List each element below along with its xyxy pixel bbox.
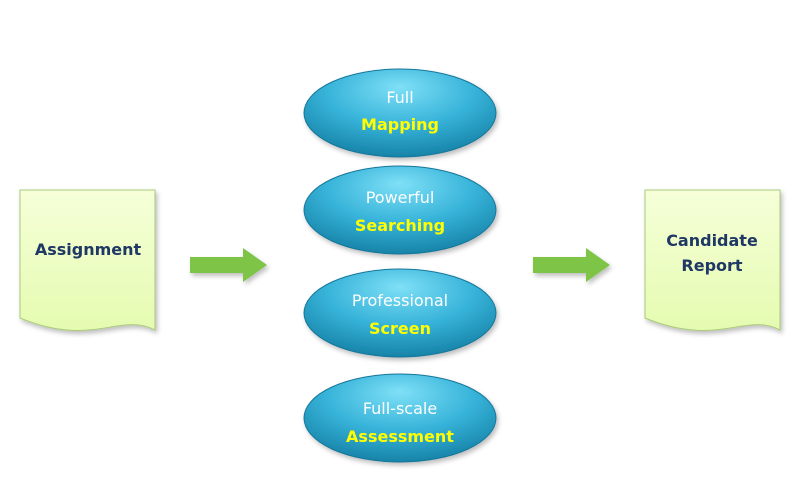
- step-oval-1: Full Mapping: [303, 68, 497, 158]
- output-document-label-line1: Candidate: [666, 231, 758, 250]
- step-3-line2: Screen: [369, 319, 431, 338]
- step-1-line2: Mapping: [361, 115, 439, 134]
- step-3-line1: Professional: [352, 291, 448, 310]
- step-1-line1: Full: [386, 88, 413, 107]
- step-4-line1: Full-scale: [363, 399, 437, 418]
- step-oval-4: Full-scale Assessment: [303, 373, 497, 463]
- step-oval-2: Powerful Searching: [303, 165, 497, 255]
- right-arrow-icon: [533, 248, 610, 282]
- output-document-label-line2: Report: [681, 256, 743, 275]
- step-2-line2: Searching: [355, 216, 445, 235]
- right-arrow-icon: [190, 248, 267, 282]
- output-document: Candidate Report: [644, 189, 781, 331]
- input-document: Assignment: [19, 189, 156, 331]
- document-shape-icon: [19, 189, 156, 331]
- document-shape-icon: [644, 189, 781, 331]
- step-4-line2: Assessment: [346, 427, 454, 446]
- step-oval-3: Professional Screen: [303, 268, 497, 358]
- step-2-line1: Powerful: [366, 188, 435, 207]
- input-document-label: Assignment: [35, 240, 142, 259]
